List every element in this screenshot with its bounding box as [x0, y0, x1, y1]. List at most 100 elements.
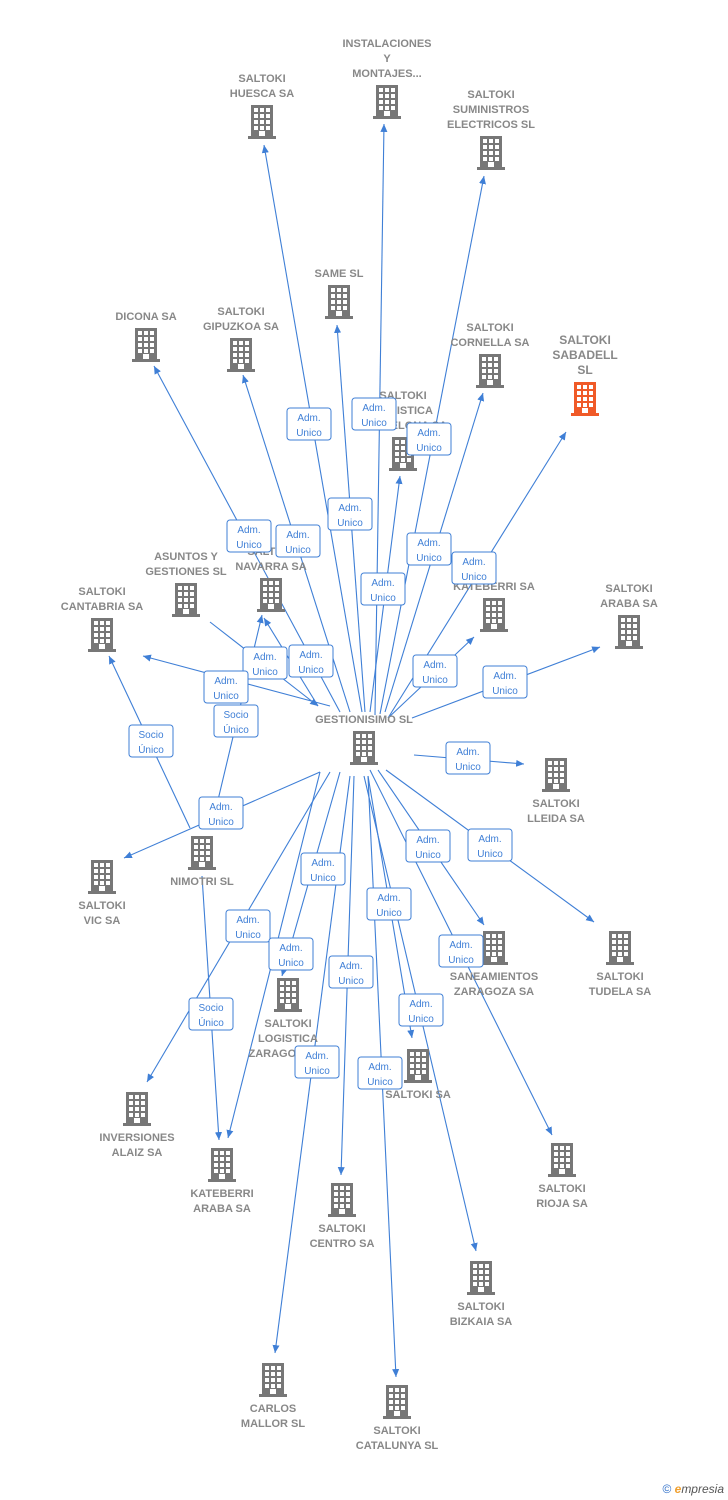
edge-label-gestionisimo-zaragoza[interactable]: Adm. Unico: [405, 829, 451, 863]
node-saltokisa[interactable]: SALTOKI SA: [385, 1049, 451, 1101]
edge-label-gestionisimo-navarra[interactable]: Adm.Unico: [242, 646, 288, 680]
brand-logo[interactable]: empresia: [674, 1482, 724, 1496]
edge-label-gestionisimo-inversiones[interactable]: Adm. Unico: [225, 909, 271, 943]
edge-label-box: [198, 796, 244, 830]
edge-label-gestionisimo-rioja[interactable]: Adm.Unico: [438, 934, 484, 968]
node-label: SALTOKI: [457, 1301, 504, 1313]
node-kateberri[interactable]: KATEBERRI SA: [453, 581, 535, 632]
edge-label-text: Adm.: [368, 1062, 391, 1073]
node-nimotri[interactable]: NIMOTRI SL: [170, 836, 234, 888]
edge-label-text: Adm.: [286, 530, 309, 541]
node-label: SANEAMIENTOS: [450, 971, 538, 983]
node-label: NAVARRA SA: [235, 561, 306, 573]
edge-label-text: Adm.: [423, 660, 446, 671]
edge-label-text: Unico: [370, 593, 396, 604]
edge-label-text: Adm.: [305, 1051, 328, 1062]
edge-label-box: [327, 497, 373, 531]
edge-label-gestionisimo-logbarcelona[interactable]: Adm.Unico: [360, 572, 406, 606]
edge-label-gestionisimo-logzaragoza[interactable]: Adm.Unico: [300, 852, 346, 886]
edge-label-box: [268, 937, 314, 971]
edge-label-gestionisimo-kateberriaraba[interactable]: Adm.Unico: [268, 937, 314, 971]
edge-label-gestionisimo-vic[interactable]: Adm.Unico: [198, 796, 244, 830]
edge-label-box: [226, 519, 272, 553]
edge-label-gestionisimo-lleida[interactable]: Adm.Unico: [445, 741, 491, 775]
edge-label-gestionisimo-cantabria[interactable]: Adm.Unico: [203, 670, 249, 704]
node-label: ALAIZ SA: [112, 1147, 163, 1159]
edge-label-text: Unico: [304, 1066, 330, 1077]
node-label: SALTOKI: [373, 1425, 420, 1437]
edge-label-text: Adm.: [493, 671, 516, 682]
edge-label-gestionisimo-suministros[interactable]: Adm.Unico: [406, 422, 452, 456]
edge-label-text: Adm.: [297, 413, 320, 424]
edge-label-gestionisimo-kateberri[interactable]: Adm.Unico: [412, 654, 458, 688]
edge-label-gestionisimo-centro[interactable]: Adm. Unico: [328, 955, 374, 989]
edge-label-gestionisimo-saltokisa[interactable]: Adm.Unico: [366, 887, 412, 921]
building-icon: [404, 1049, 432, 1083]
edge-label-gestionisimo-dicona[interactable]: Adm.Unico: [226, 519, 272, 553]
edge-label-text: Unico: [415, 850, 441, 861]
edge-label-box: [288, 644, 334, 678]
edge-label-text: Unico: [235, 930, 261, 941]
node-label: SALTOKI: [466, 322, 513, 334]
edge-label-text: Adm.: [299, 650, 322, 661]
edge-label-gestionisimo-catalunya[interactable]: Adm. Unico: [357, 1056, 403, 1090]
node-dicona[interactable]: DICONA SA: [115, 311, 177, 362]
building-icon: [476, 354, 504, 388]
node-label: LOGISTICA: [258, 1033, 318, 1045]
edge-label-gestionisimo-gipuzkoa[interactable]: Adm.Unico: [275, 524, 321, 558]
edge-label-box: [294, 1045, 340, 1079]
building-icon: [123, 1092, 151, 1126]
edge-label-gestionisimo-huesca[interactable]: Adm.Unico: [286, 407, 332, 441]
node-label: MONTAJES...: [352, 68, 421, 80]
edge-label-text: Unico: [448, 955, 474, 966]
edge-label-gestionisimo-instalaciones[interactable]: Adm.Unico: [351, 397, 397, 431]
node-gestionisimo[interactable]: GESTIONISIMO SL: [315, 714, 413, 765]
node-label: CENTRO SA: [310, 1238, 375, 1250]
edge-label-asuntos-gestionisimo[interactable]: Adm.Unico: [288, 644, 334, 678]
node-same[interactable]: SAME SL: [315, 268, 364, 319]
edge-label-text: Unico: [338, 976, 364, 987]
edge-label-text: Adm.: [416, 835, 439, 846]
node-label: TUDELA SA: [589, 986, 652, 998]
edge-label-text: Adm.: [209, 802, 232, 813]
edge-label-text: Adm.: [236, 915, 259, 926]
edge-label-gestionisimo-same[interactable]: Adm.Unico: [327, 497, 373, 531]
edge-label-gestionisimo-bizkaia[interactable]: Adm.Unico: [398, 993, 444, 1027]
node-label: GESTIONES SL: [145, 566, 227, 578]
edge-label-text: Unico: [367, 1077, 393, 1088]
node-instalaciones[interactable]: INSTALACIONESYMONTAJES...: [342, 38, 432, 119]
edge-label-text: Unico: [416, 443, 442, 454]
edge-label-text: Adm.: [339, 961, 362, 972]
edge-label-gestionisimo-mallor[interactable]: Adm. Unico: [294, 1045, 340, 1079]
edge-label-gestionisimo-cornella[interactable]: Adm.Unico: [406, 532, 452, 566]
edge-label-gestionisimo-tudela[interactable]: Adm.Unico: [467, 828, 513, 862]
edge-label-gestionisimo-sabadell[interactable]: Adm.Unico: [451, 551, 497, 585]
node-label: SALTOKI: [78, 900, 125, 912]
building-icon: [188, 836, 216, 870]
node-label: SALTOKI: [78, 586, 125, 598]
edge-label-gestionisimo-araba[interactable]: Adm.Unico: [482, 665, 528, 699]
edge-label-text: Adm.: [377, 893, 400, 904]
